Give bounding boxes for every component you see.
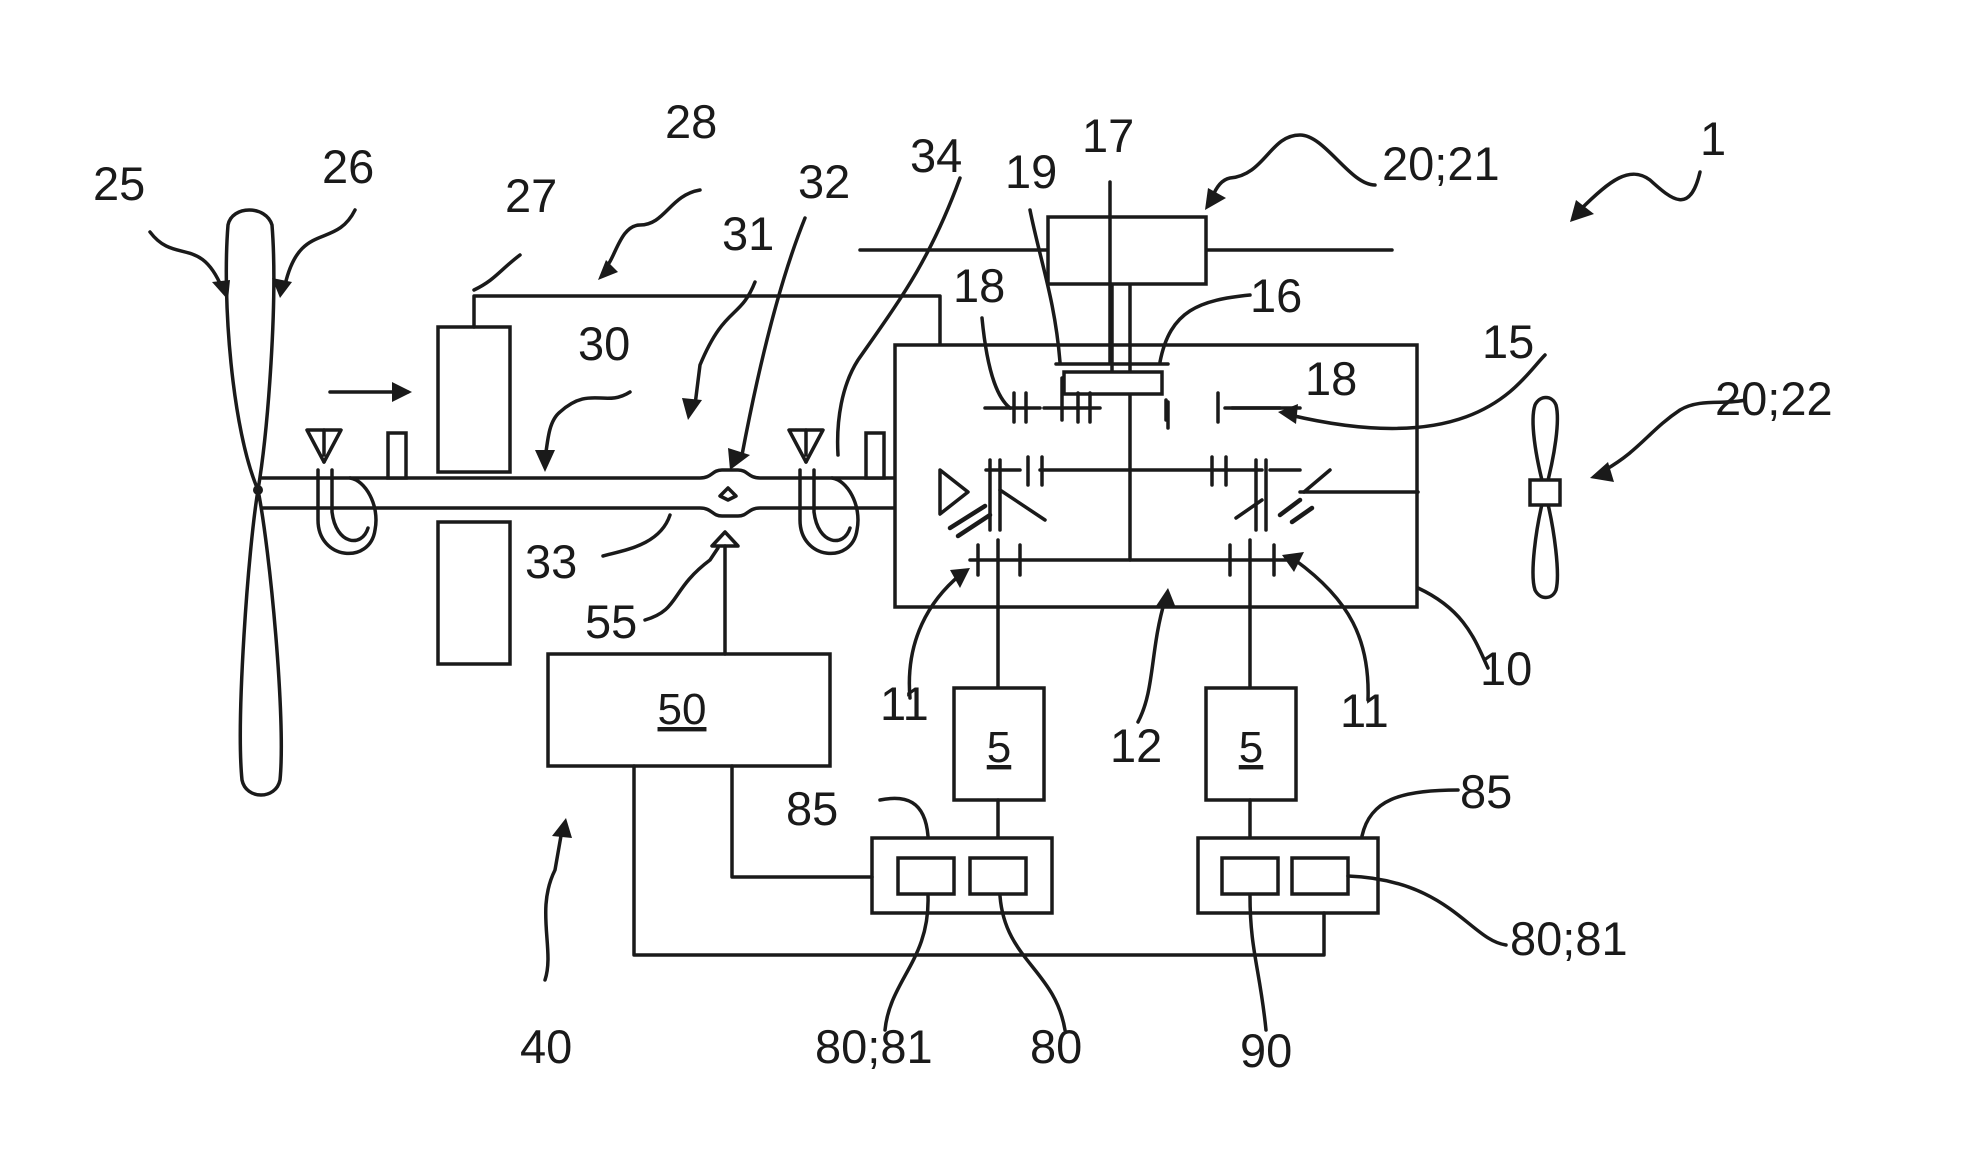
- label-11-right: 11: [1340, 684, 1389, 737]
- label-12: 12: [1110, 719, 1162, 772]
- label-31: 31: [722, 207, 774, 260]
- motor-right: 5: [1206, 688, 1296, 838]
- label-90: 90: [1240, 1024, 1292, 1077]
- label-33: 33: [525, 535, 577, 588]
- label-20-22: 20;22: [1715, 372, 1833, 425]
- flow-arrow-icon: [330, 382, 412, 402]
- label-11-left: 11: [880, 677, 929, 730]
- label-18-right: 18: [1305, 352, 1357, 405]
- label-17: 17: [1082, 109, 1134, 162]
- sensor-unit-left: [872, 838, 1052, 913]
- motor-left-label: 5: [987, 723, 1011, 772]
- tail-rotor-icon: [1530, 398, 1560, 598]
- controller-label: 50: [658, 685, 707, 734]
- label-25: 25: [93, 157, 145, 210]
- label-30: 30: [578, 317, 630, 370]
- label-16: 16: [1250, 269, 1302, 322]
- label-80-81-left: 80;81: [815, 1020, 933, 1073]
- motor-right-label: 5: [1239, 723, 1263, 772]
- label-18-left: 18: [953, 259, 1005, 312]
- label-15: 15: [1482, 315, 1534, 368]
- label-85-left: 85: [786, 782, 838, 835]
- label-27: 27: [505, 169, 557, 222]
- rotation-arrow-left-icon: [307, 430, 406, 553]
- label-40: 40: [520, 1020, 572, 1073]
- label-20-21: 20;21: [1382, 137, 1500, 190]
- label-1: 1: [1700, 112, 1726, 165]
- drive-shaft: [262, 470, 940, 516]
- label-55: 55: [585, 595, 637, 648]
- motor-left: 5: [954, 688, 1044, 838]
- label-19: 19: [1005, 145, 1057, 198]
- label-26: 26: [322, 140, 374, 193]
- label-85-right: 85: [1460, 765, 1512, 818]
- label-80: 80: [1030, 1020, 1082, 1073]
- label-10: 10: [1480, 642, 1532, 695]
- label-32: 32: [798, 155, 850, 208]
- main-rotor-icon: [226, 210, 281, 795]
- label-80-81-right: 80;81: [1510, 912, 1628, 965]
- label-34: 34: [910, 129, 962, 182]
- label-28: 28: [665, 95, 717, 148]
